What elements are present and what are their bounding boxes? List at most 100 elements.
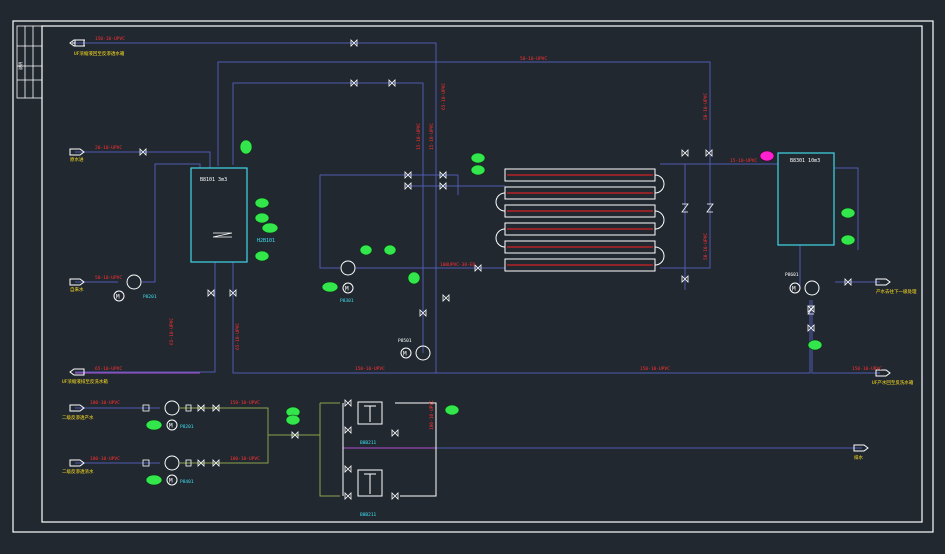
stream-right-bot: UF产水回至反洗水箱 [872, 379, 914, 386]
pump-p8201-label: P8201 [143, 294, 157, 300]
instrument-alarm[interactable] [759, 150, 775, 162]
stream-right-mid: 产水去往下一级处理 [876, 288, 917, 295]
tank-b8301[interactable] [777, 152, 835, 246]
line-bv: 100-10-UPVC [429, 400, 435, 430]
check-valves [681, 203, 815, 315]
line-right-v: 50-10-UPVC [703, 93, 709, 120]
line-bl3: 100-10-UPVC [90, 456, 120, 462]
tank-b8301-label: B8301 10m3 [790, 158, 820, 164]
pump-p8301-icon[interactable]: M [340, 260, 356, 294]
instrument-pi-2 [359, 244, 373, 256]
line-top-right: 50-10-UPVC [520, 56, 547, 62]
pipes [75, 42, 880, 464]
pipe-inlet-1 [75, 151, 211, 168]
pump-p8501-icon[interactable]: M [400, 345, 431, 361]
instrument-mot-3 [145, 474, 163, 486]
line-bottom-mid: 150-10-UPVC [355, 366, 385, 372]
line-mem-mid: 100UPVC-30-ED [440, 262, 476, 268]
line-vert2: 65-10-UPVC [235, 323, 241, 350]
line-labels: 150-10-UPVC 50-10-UPVC 20-10-UPVC 50-10-… [90, 36, 882, 462]
line-mem-in: 15-10-UPVC [730, 158, 757, 164]
title-strip-text: 说明 [17, 62, 23, 70]
svg-text:M: M [116, 294, 120, 301]
line-vert1: 65-10-UPVC [169, 318, 175, 345]
pipes-white [342, 402, 437, 497]
instrument-lt-1 [254, 212, 270, 224]
filter-2[interactable] [357, 469, 383, 497]
line-bottom-right: 150-10-UPVC [640, 366, 670, 372]
pipe-tank-down [75, 262, 216, 373]
pipe-recirc-box [319, 175, 340, 269]
pump-b2-icon[interactable]: M [164, 455, 180, 486]
instrument-pi-8 [444, 404, 460, 416]
line-mem-v: 65-10-UPVC [441, 83, 447, 110]
instrument-ls-1 [254, 250, 270, 262]
instruments[interactable] [145, 139, 856, 486]
pipe-right-out [835, 167, 859, 250]
instrument-mot-2 [145, 419, 163, 431]
svg-text:M: M [169, 478, 173, 485]
drawing-frame [12, 20, 934, 533]
valves[interactable] [139, 39, 852, 500]
instrument-mot-1 [321, 281, 339, 293]
filter-1[interactable] [357, 401, 383, 425]
pipe-top-3 [232, 82, 424, 175]
instrument-fi-1 [470, 152, 486, 164]
line-bl2: 150-10-UPVC [230, 400, 260, 406]
arrow-right-1 [875, 278, 891, 286]
line-outlet-left: 65-10-UPVC [95, 366, 122, 372]
stream-b2: 二级反渗透浓水 [62, 468, 94, 475]
line-vert-mid2: 15-10-UPVC [429, 123, 435, 150]
filter-2-label: B8B211 [360, 512, 377, 518]
line-bl4: 100-10-UPVC [230, 456, 260, 462]
heater-label: H2B101 [257, 238, 275, 244]
instrument-li-1 [254, 197, 270, 209]
instrument-pi-7 [285, 414, 301, 426]
pump-b1-icon[interactable]: M [164, 400, 180, 431]
instrument-pi-4 [407, 271, 421, 285]
flow-arrows [69, 39, 891, 467]
instrument-li-2 [840, 207, 856, 219]
title-strip [16, 25, 43, 99]
line-right-out: 150-10-UPVC [852, 366, 882, 372]
arrow-right-2 [875, 369, 891, 377]
instrument-ti-1 [261, 222, 279, 234]
pump-p8201-icon[interactable]: M [113, 274, 142, 302]
stream-top-left: UF浓缩液回至反渗透水箱 [74, 50, 125, 57]
svg-text:M: M [169, 423, 173, 430]
line-inlet1: 20-10-UPVC [95, 145, 122, 151]
pump-p8301-label: P8301 [340, 298, 354, 304]
arrow-inlet-2 [69, 278, 85, 286]
stream-inlet1: 原水进 [70, 156, 84, 163]
pump-p8501-label: P8501 [398, 338, 412, 344]
line-top-left: 150-10-UPVC [95, 36, 125, 42]
pump-b1-label: P8201 [180, 424, 194, 430]
stream-b1: 二级反渗透产水 [62, 414, 94, 421]
pipe-mem-out-2 [660, 148, 711, 269]
pipe-feed-up [142, 163, 201, 283]
arrow-bot-right [853, 444, 869, 452]
pipes-green [180, 402, 340, 497]
instrument-pi-1 [239, 139, 253, 155]
line-inlet2: 50-10-UPVC [95, 275, 122, 281]
pipe-top-return [75, 42, 437, 373]
stream-inlet2: 自来水 [70, 286, 84, 293]
stream-labels: UF浓缩液回至反渗透水箱 原水进 自来水 UF浓缩液排至反洗水箱 二级反渗透产水… [62, 50, 917, 475]
stream-bot-right: 排水 [854, 454, 863, 461]
tank-b8101[interactable] [190, 167, 248, 263]
instrument-pi-5 [807, 339, 823, 351]
line-right-v2: 50-10-UPVC [703, 233, 709, 260]
tank-b8101-label: B8101 3m3 [200, 177, 227, 183]
pipe-green-3 [319, 403, 340, 497]
line-bl1: 100-10-UPVC [90, 400, 120, 406]
arrow-b2 [69, 459, 85, 467]
svg-text:M: M [792, 286, 796, 293]
pipes-purple [75, 372, 436, 449]
pump-p8601-icon[interactable]: M [789, 280, 820, 296]
arrow-inlet-1 [69, 148, 85, 156]
arrow-top-left-2 [69, 39, 85, 47]
membrane-stack[interactable] [495, 168, 665, 272]
line-vert-mid1: 15-10-UPVC [416, 123, 422, 150]
pipe-tank-down-2 [232, 262, 811, 374]
